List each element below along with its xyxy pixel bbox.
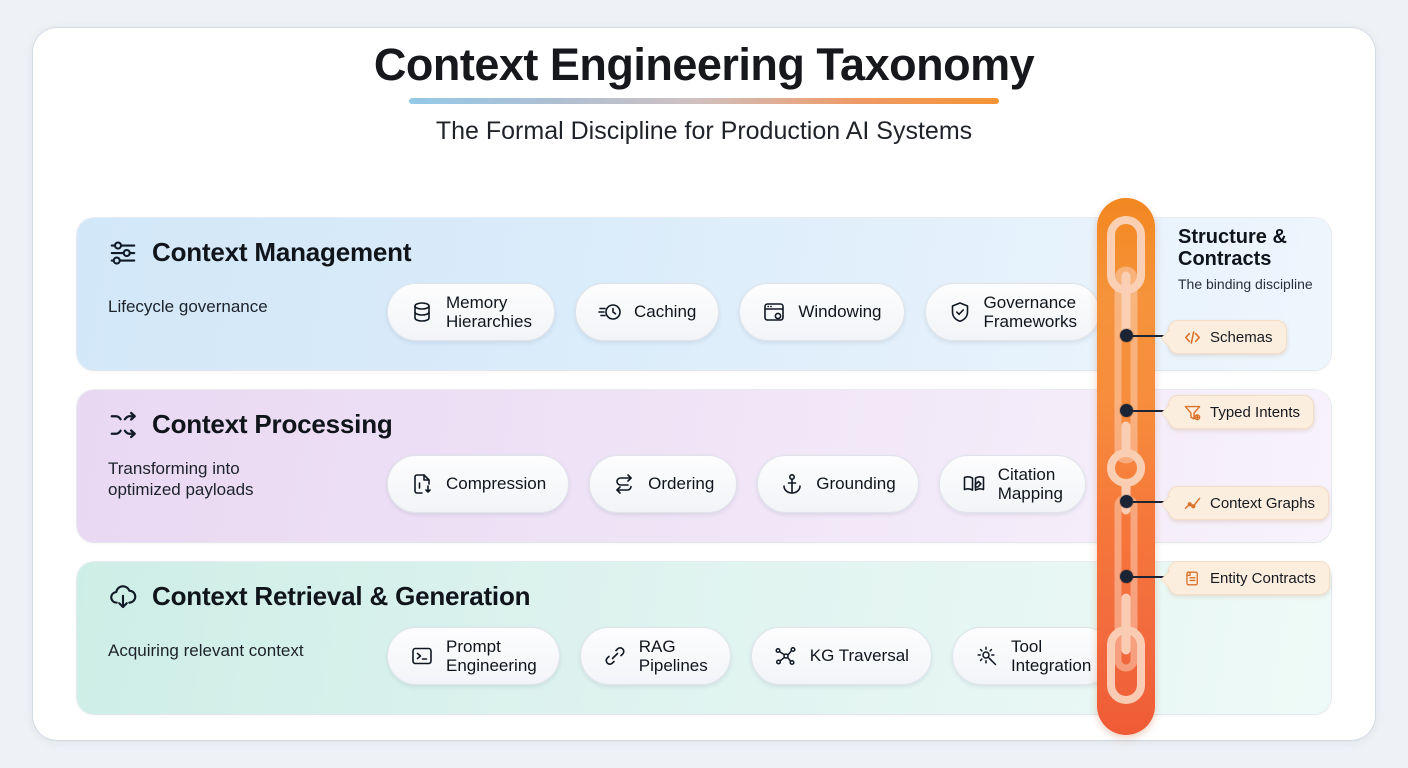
spine-line: [1130, 335, 1170, 337]
structure-contracts-panel: Structure & Contracts The binding discip…: [1178, 226, 1338, 292]
pill-label: Prompt Engineering: [446, 636, 537, 675]
tag-label: Typed Intents: [1210, 403, 1301, 421]
pill-governance-frameworks[interactable]: Governance Frameworks: [924, 283, 1101, 341]
tag-label: Entity Contracts: [1210, 569, 1316, 587]
tag-label: Schemas: [1210, 328, 1273, 346]
shuffle-icon: [108, 410, 138, 440]
gear-code-icon: [975, 644, 999, 668]
sliders-icon: [108, 238, 138, 268]
spine-dot: [1120, 495, 1133, 508]
structure-subtitle: The binding discipline: [1178, 275, 1313, 292]
spine-dot: [1120, 329, 1133, 342]
shield-check-icon: [948, 300, 972, 324]
row-description: Lifecycle governance: [108, 297, 268, 316]
pill-label: KG Traversal: [809, 646, 909, 666]
page-title: Context Engineering Taxonomy: [373, 39, 1035, 90]
spine-dot: [1120, 404, 1133, 417]
code-brackets-icon: [1183, 328, 1202, 347]
pill-grounding[interactable]: Grounding: [757, 455, 919, 513]
pill-compression[interactable]: Compression: [387, 455, 570, 513]
row-description: Transforming into optimized payloads: [108, 459, 254, 500]
chain-bar: [1097, 198, 1155, 735]
row-header: Context Processing: [108, 409, 393, 440]
pill-label: Caching: [633, 302, 697, 322]
funnel-icon: [1183, 403, 1202, 422]
pill-memory-hierarchies[interactable]: Memory Hierarchies: [387, 283, 555, 341]
row-description: Acquiring relevant context: [108, 641, 304, 660]
row-title: Context Processing: [152, 409, 393, 439]
pill-label: Memory Hierarchies: [446, 292, 532, 331]
database-icon: [410, 300, 434, 324]
row-title: Context Retrieval & Generation: [152, 581, 531, 611]
book-pen-icon: [962, 472, 986, 496]
arrows-sort-icon: [612, 472, 636, 496]
spine-line: [1130, 501, 1170, 503]
pill-ordering[interactable]: Ordering: [589, 455, 738, 513]
pill-label: Governance Frameworks: [983, 292, 1078, 331]
pill-rag-pipelines[interactable]: RAG Pipelines: [579, 627, 731, 685]
pill-label: Compression: [446, 474, 547, 494]
cloud-download-icon: [108, 582, 138, 612]
line-chart-icon: [1183, 494, 1202, 513]
terminal-icon: [410, 644, 434, 668]
spine-line: [1130, 576, 1170, 578]
pill-citation-mapping[interactable]: Citation Mapping: [938, 455, 1086, 513]
pill-label: Grounding: [816, 474, 896, 494]
pill-windowing[interactable]: Windowing: [739, 283, 905, 341]
pill-tool-integration[interactable]: Tool Integration: [951, 627, 1115, 685]
structure-title: Structure & Contracts: [1178, 226, 1287, 271]
browser-window-icon: [762, 300, 786, 324]
page-subtitle: The Formal Discipline for Production AI …: [435, 116, 973, 145]
anchor-icon: [780, 472, 804, 496]
header: Context Engineering Taxonomy The Formal …: [0, 40, 1408, 146]
tag-label: Context Graphs: [1210, 494, 1316, 512]
link-icon: [603, 644, 627, 668]
clock-lines-icon: [598, 300, 622, 324]
pill-prompt-engineering[interactable]: Prompt Engineering: [387, 627, 560, 685]
tag-context-graphs[interactable]: Context Graphs: [1168, 486, 1330, 520]
tag-schemas[interactable]: Schemas: [1168, 320, 1287, 354]
tag-entity-contracts[interactable]: Entity Contracts: [1168, 561, 1330, 595]
row-header: Context Management: [108, 237, 412, 268]
spine-line: [1130, 410, 1170, 412]
row-title: Context Management: [152, 237, 412, 267]
pill-label: Tool Integration: [1010, 636, 1092, 675]
pill-caching[interactable]: Caching: [574, 283, 720, 341]
network-nodes-icon: [774, 644, 798, 668]
row-pill-list: Prompt Engineering RAG Pipelines: [387, 627, 1115, 685]
pill-label: Windowing: [798, 302, 882, 322]
file-compress-icon: [410, 472, 434, 496]
spine-dot: [1120, 570, 1133, 583]
scroll-icon: [1183, 569, 1202, 588]
row-pill-list: Compression Ordering: [387, 455, 1086, 513]
row-header: Context Retrieval & Generation: [108, 581, 531, 612]
pill-label: RAG Pipelines: [638, 636, 708, 675]
pill-label: Citation Mapping: [997, 464, 1063, 503]
pill-label: Ordering: [648, 474, 715, 494]
title-underline-gradient: [409, 97, 999, 104]
pill-kg-traversal[interactable]: KG Traversal: [750, 627, 932, 685]
tag-typed-intents[interactable]: Typed Intents: [1168, 395, 1315, 429]
row-pill-list: Memory Hierarchies Caching: [387, 283, 1101, 341]
